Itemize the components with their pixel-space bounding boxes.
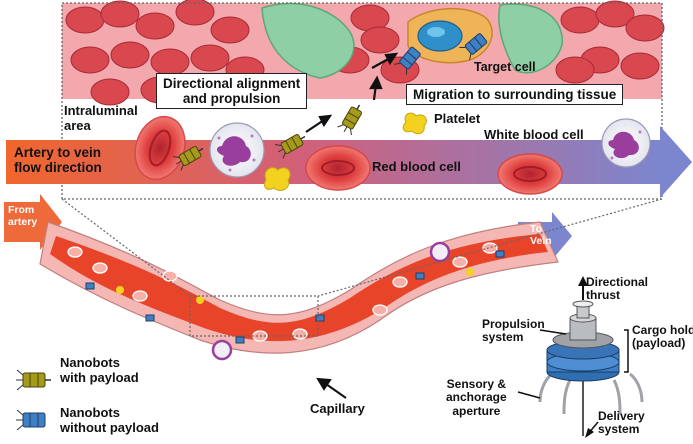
capillary-red-blood-cell [372, 304, 388, 316]
tissue-cell [360, 26, 400, 54]
tissue-cell [210, 16, 250, 44]
nanobot-with-payload [274, 134, 306, 159]
label-directional-alignment: Directional alignment and propulsion [156, 73, 308, 110]
red-blood-cell [305, 145, 371, 191]
platelet [263, 167, 291, 191]
label-white-blood-cell: White blood cell [484, 127, 584, 142]
tissue-cell [65, 6, 105, 34]
capillary-red-blood-cell [67, 246, 83, 258]
capillary-nanobot [315, 314, 325, 322]
capillary-platelet [196, 296, 204, 304]
label-intraluminal-area: Intraluminal area [64, 103, 138, 133]
nanobot-schematic [517, 276, 644, 438]
label-flow-direction: Artery to vein flow direction [14, 145, 102, 176]
label-delivery-system: Delivery system [598, 409, 645, 437]
tissue-cell [100, 0, 140, 28]
capillary-red-blood-cell [452, 256, 468, 268]
tissue-cell [135, 12, 175, 40]
tissue-cell [70, 46, 110, 74]
capillary-red-blood-cell [392, 276, 408, 288]
tissue-cell [595, 0, 635, 28]
label-migration: Migration to surrounding tissue [406, 84, 624, 106]
white-blood-cell [601, 118, 651, 168]
capillary-red-blood-cell [162, 270, 178, 282]
platelet-legend-icon [402, 112, 427, 135]
label-propulsion-system: Propulsion system [482, 317, 545, 345]
tissue-cell [560, 6, 600, 34]
nanobot-without-payload [459, 33, 488, 60]
label-directional-thrust: Directional thrust [586, 275, 649, 303]
label-to-vein: To Vein [530, 223, 552, 247]
label-red-blood-cell: Red blood cell [372, 159, 461, 174]
nanobot-without-payload [394, 46, 421, 75]
red-blood-cell [497, 153, 563, 195]
capillary-platelet [116, 286, 124, 294]
tissue-cell [110, 41, 150, 69]
tissue-cell [555, 56, 595, 84]
legend-nanobot-without-payload-icon [16, 409, 46, 431]
label-capillary: Capillary [310, 401, 365, 416]
capillary-white-blood-cell [429, 241, 451, 263]
capillary-white-blood-cell [211, 339, 233, 361]
capillary-red-blood-cell [92, 262, 108, 274]
tissue-cell [190, 44, 230, 72]
tissue-cell [90, 78, 130, 106]
capillary-nanobot [235, 336, 245, 344]
tissue-cell [620, 52, 660, 80]
nanobot-with-payload [337, 104, 362, 136]
capillary-platelet [466, 268, 474, 276]
green-cells [261, 2, 563, 79]
capillary-nanobot [415, 272, 425, 280]
capillary-red-blood-cell [132, 290, 148, 302]
capillary-cells [67, 241, 505, 361]
movement-arrows [305, 52, 399, 133]
label-platelet: Platelet [434, 111, 481, 126]
tissue-cell [625, 14, 665, 42]
label-from-artery: From artery [8, 204, 38, 228]
legend-without-payload-label: Nanobots without payload [60, 405, 159, 435]
capillary-nanobot [145, 314, 155, 322]
tissue-cell [150, 48, 190, 76]
tissue-cell [175, 0, 215, 26]
zoom-region-outline [61, 2, 663, 200]
capillary-pointer-arrow [316, 377, 347, 399]
white-blood-cell [209, 122, 265, 178]
zoom-projection-lines [61, 198, 663, 337]
label-sensory-aperture: Sensory & anchorage aperture [446, 377, 507, 418]
capillary-nanobot [495, 250, 505, 258]
capillary [39, 221, 559, 361]
capillary-nanobot [85, 282, 95, 290]
legend-nanobot-with-payload-icon [16, 369, 51, 391]
nanobot-with-payload [172, 146, 204, 171]
label-cargo-hold: Cargo hold (payload) [632, 323, 693, 351]
capillary-red-blood-cell [292, 328, 308, 340]
capillary-red-blood-cell [482, 242, 498, 254]
legend-with-payload-label: Nanobots with payload [60, 355, 139, 385]
label-target-cell: Target cell [474, 60, 536, 74]
